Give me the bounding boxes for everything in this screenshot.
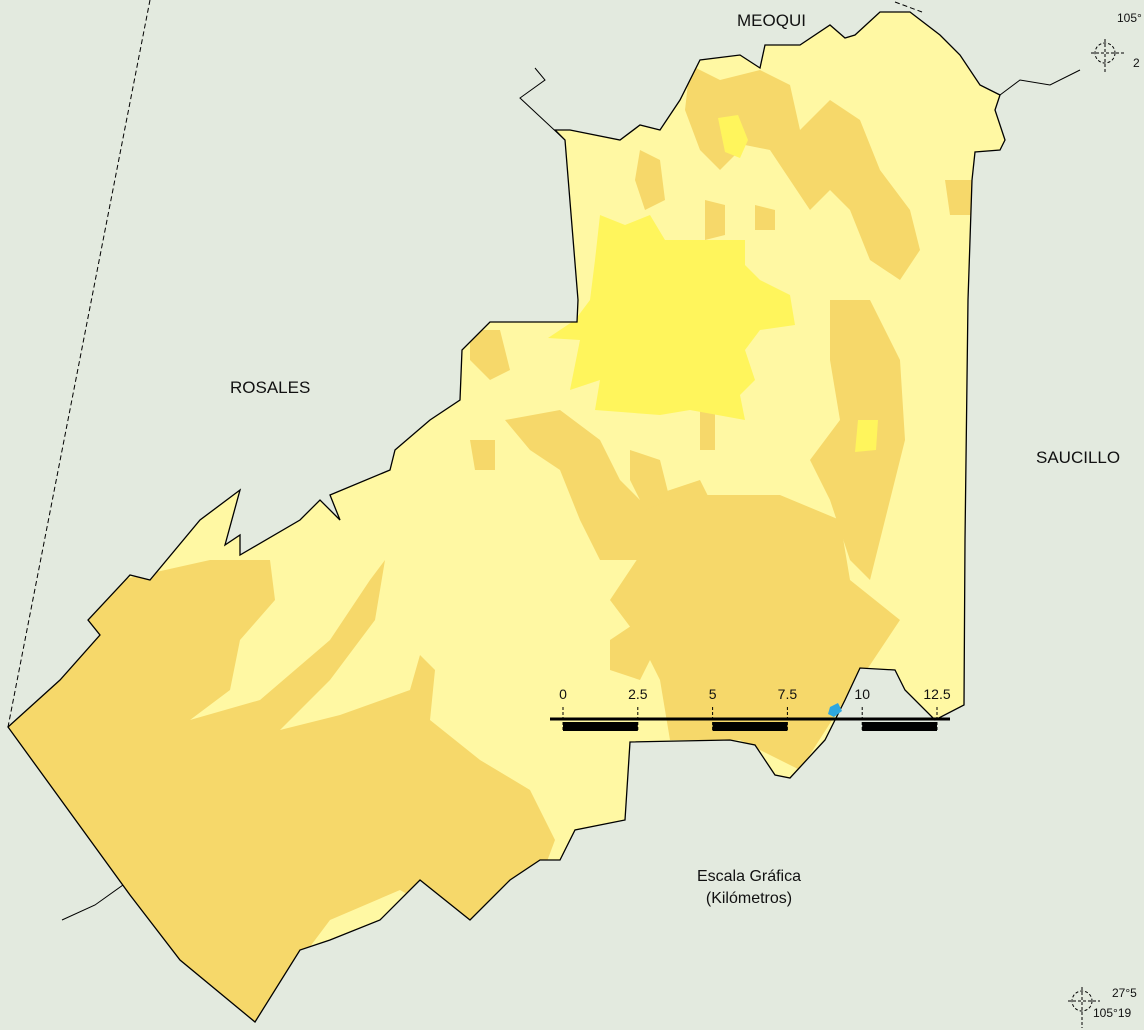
center-dark-blob-1: [505, 410, 720, 560]
center-dark-blob-2: [470, 330, 510, 380]
neighbor-label-east: SAUCILLO: [1036, 448, 1120, 467]
scale-tick-label: 0: [559, 686, 567, 702]
center-dark-blob-6: [755, 205, 775, 230]
urban-area: [548, 215, 795, 420]
scale-tick-label: 7.5: [778, 686, 798, 702]
north-river-line: [519, 67, 566, 141]
outer-boundaries: [7, 0, 1081, 921]
se-dark-region: [610, 495, 900, 770]
center-dark-blob-3: [470, 440, 495, 470]
scale-title: Escala Gráfica: [697, 868, 801, 885]
coord-lat-bottom: 27°5: [1112, 986, 1137, 1000]
coord-lon-top: 105°: [1117, 11, 1142, 25]
coordinate-marker-bottom-right: 27°5 105°19: [1068, 986, 1137, 1028]
crosshair-icon: [1094, 42, 1116, 64]
urban-area-east: [855, 420, 878, 452]
scale-bar: Escala Gráfica (Kilómetros) 0 2.5 5 7.5 10 12…: [550, 686, 951, 907]
scale-tick-label: 10: [854, 686, 870, 702]
neighbor-label-north: MEOQUI: [737, 11, 806, 30]
scale-segment: [563, 722, 638, 731]
urban-area-north: [718, 115, 748, 158]
scale-segment: [712, 722, 788, 731]
ne-dashed-boundary: [894, 1, 923, 13]
east-edge-dark-blob: [945, 180, 975, 215]
scale-tick-label: 12.5: [923, 686, 950, 702]
scale-tick-label: 5: [709, 686, 717, 702]
scale-segment: [862, 722, 937, 731]
coord-lat-top: 2: [1133, 56, 1140, 70]
crosshair-icon: [1071, 990, 1093, 1012]
center-dark-blob-9: [610, 620, 660, 680]
scale-tick-label: 2.5: [628, 686, 648, 702]
coordinate-marker-top-right: 105° 2: [1091, 11, 1142, 72]
north-dark-blob: [685, 65, 920, 280]
scale-unit: (Kilómetros): [706, 890, 792, 907]
western-dashed-boundary: [7, 0, 151, 728]
center-dark-blob-5: [705, 200, 725, 240]
sw-river-line: [61, 879, 131, 921]
water-body: [828, 703, 842, 717]
ne-river-line: [999, 69, 1081, 96]
center-dark-blob-7: [630, 450, 670, 510]
municipality-boundary: [7, 11, 1006, 1023]
center-dark-blob-4: [635, 150, 665, 210]
coord-lon-bottom: 105°19: [1093, 1006, 1131, 1020]
neighbor-label-west: ROSALES: [230, 378, 310, 397]
